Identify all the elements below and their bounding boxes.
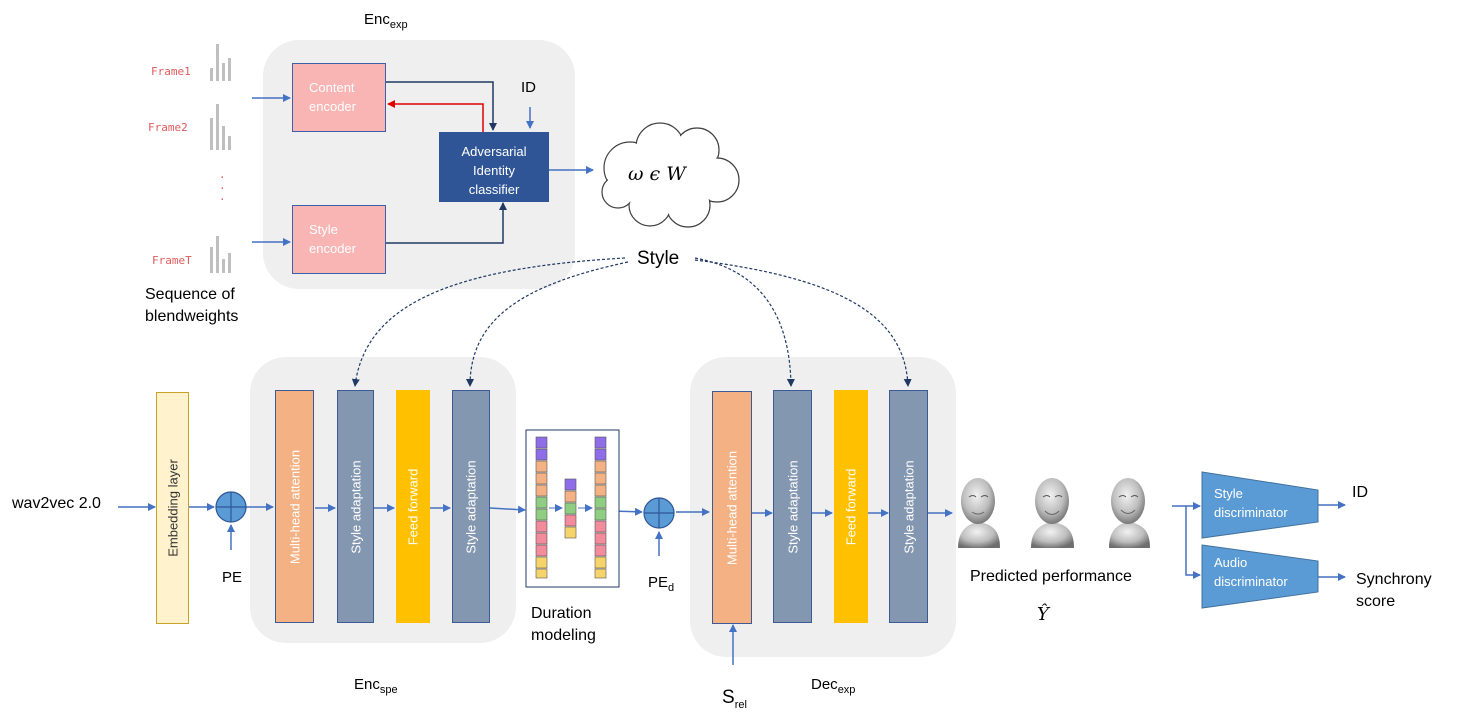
content-encoder-box: Content encoder bbox=[292, 63, 386, 132]
arrow-gradient-reversal bbox=[387, 100, 484, 132]
enc-spe-block-label-2: Style adaptation bbox=[348, 459, 363, 554]
dec-exp-block-label-2: Style adaptation bbox=[785, 459, 800, 554]
classifier-line3: classifier bbox=[468, 182, 520, 197]
style-encoder-box: Style encoder bbox=[292, 205, 386, 274]
classifier-line2: Identity bbox=[473, 163, 515, 178]
duration-token-column-right bbox=[594, 436, 607, 579]
style-discriminator-line1: Style bbox=[1214, 486, 1243, 501]
dec-exp-block-label-4: Style adaptation bbox=[901, 459, 916, 554]
s-rel-label: Srel bbox=[722, 687, 747, 711]
sequence-label-line1: Sequence of bbox=[145, 286, 235, 303]
enc-spe-style-adaptation-1: Style adaptation bbox=[337, 390, 374, 623]
frame-label-t: FrameT bbox=[152, 254, 192, 267]
enc-spe-multihead-attention: Multi-head attention bbox=[275, 390, 314, 623]
synchrony-label-line1: Synchrony bbox=[1356, 571, 1432, 588]
audio-discriminator-line2: discriminator bbox=[1214, 574, 1288, 589]
dec-exp-multihead-attention: Multi-head attention bbox=[712, 391, 752, 624]
duration-label-line2: modeling bbox=[531, 627, 596, 644]
id-output-label: ID bbox=[1352, 484, 1368, 501]
enc-spe-title: Encspe bbox=[354, 676, 398, 696]
face-head-icon-2 bbox=[1031, 478, 1074, 548]
duration-label-line1: Duration bbox=[531, 605, 592, 622]
enc-spe-block-label-4: Style adaptation bbox=[463, 459, 479, 554]
enc-spe-feed-forward: Feed forward bbox=[396, 390, 430, 623]
frame-label-1: Frame1 bbox=[151, 65, 191, 78]
duration-token-column-mid bbox=[564, 478, 577, 539]
content-encoder-line2: encoder bbox=[309, 99, 356, 114]
style-discriminator-shape bbox=[1201, 471, 1319, 539]
sequence-label-line2: blendweights bbox=[145, 308, 239, 325]
enc-spe-panel bbox=[250, 357, 516, 643]
classifier-line1: Adversarial bbox=[461, 144, 527, 159]
embedding-layer-label: Embedding layer bbox=[165, 459, 180, 557]
audio-discriminator-shape bbox=[1201, 544, 1319, 609]
audio-discriminator-line1: Audio bbox=[1214, 555, 1248, 570]
predicted-performance-label: Predicted performance bbox=[970, 568, 1132, 585]
arrow-style-to-classifier bbox=[386, 202, 507, 244]
style-injection-curves bbox=[351, 257, 912, 387]
cloud-formula: ω ϵ W bbox=[628, 163, 686, 185]
dec-exp-title: Decexp bbox=[811, 676, 856, 696]
enc-spe-block-label-1: Multi-head attention bbox=[287, 449, 302, 564]
dec-exp-block-label-3: Feed forward bbox=[843, 468, 859, 545]
content-encoder-line1: Content bbox=[309, 80, 355, 95]
arrow-content-to-classifier bbox=[386, 81, 497, 131]
dec-exp-style-adaptation-1: Style adaptation bbox=[773, 390, 812, 623]
y-hat-label: Ŷ bbox=[1037, 604, 1049, 625]
dec-exp-block-label-1: Multi-head attention bbox=[724, 450, 740, 565]
style-discriminator-line2: discriminator bbox=[1214, 505, 1288, 520]
enc-spe-block-label-3: Feed forward bbox=[405, 468, 421, 545]
frame-label-2: Frame2 bbox=[148, 121, 188, 134]
style-label: Style bbox=[637, 248, 680, 269]
pe-label: PE bbox=[222, 569, 243, 586]
id-input-label: ID bbox=[521, 79, 536, 96]
pe-d-label: PEd bbox=[648, 574, 675, 594]
frame-ellipsis-1: · bbox=[219, 171, 226, 184]
pe-d-adder-icon bbox=[643, 497, 675, 529]
synchrony-label-line2: score bbox=[1356, 593, 1396, 610]
dec-exp-feed-forward: Feed forward bbox=[834, 390, 868, 623]
frame-ellipsis-2: · bbox=[219, 182, 226, 195]
frame-ellipsis-3: · bbox=[219, 193, 226, 206]
style-encoder-line2: encoder bbox=[309, 241, 356, 256]
style-encoder-line1: Style bbox=[309, 222, 338, 237]
enc-spe-style-adaptation-2: Style adaptation bbox=[452, 390, 490, 623]
pe-adder-icon bbox=[215, 491, 247, 523]
embedding-layer-block: Embedding layer bbox=[156, 392, 189, 624]
face-head-icon-1 bbox=[958, 478, 1000, 548]
blendweight-bars-icon bbox=[210, 44, 231, 273]
enc-exp-title: Encexp bbox=[364, 11, 408, 31]
duration-token-column-left bbox=[535, 436, 548, 579]
wav2vec-label: wav2vec 2.0 bbox=[12, 495, 101, 512]
adversarial-identity-classifier: Adversarial Identity classifier bbox=[439, 132, 549, 202]
dec-exp-style-adaptation-2: Style adaptation bbox=[889, 390, 928, 623]
face-head-icon-3 bbox=[1109, 478, 1150, 548]
